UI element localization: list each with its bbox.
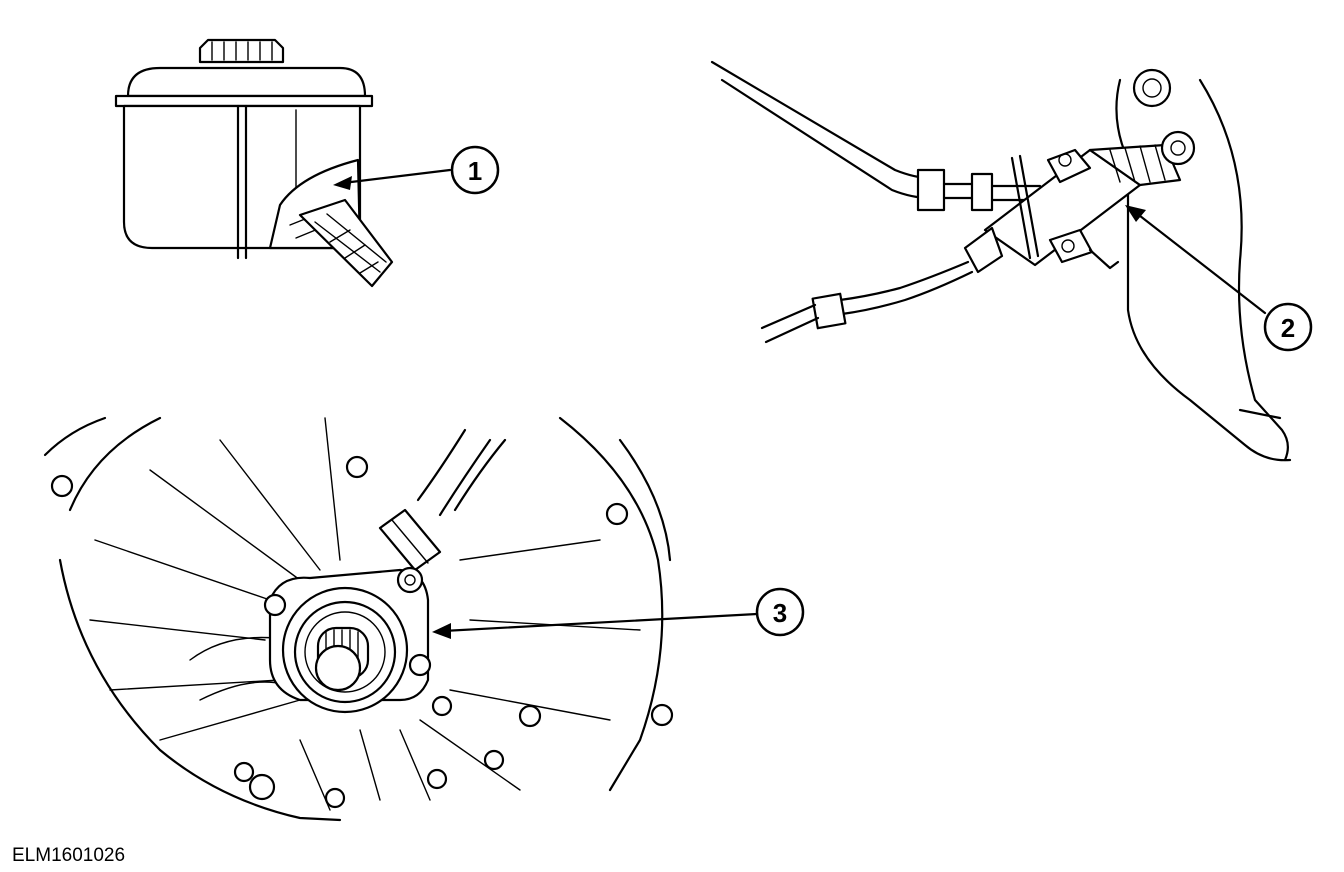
- callout-arrow-1: [333, 168, 452, 190]
- fluid-reservoir-illustration: [114, 38, 394, 288]
- callout-2: 2: [1263, 302, 1313, 352]
- master-cylinder-illustration: [710, 60, 1292, 462]
- figure-code: ELM1601026: [12, 845, 126, 866]
- callout-2-label: 2: [1281, 313, 1295, 343]
- callout-3-label: 3: [773, 598, 787, 628]
- callout-1-label: 1: [468, 156, 482, 186]
- callout-arrow-3: [432, 612, 759, 639]
- callout-1: 1: [450, 145, 500, 195]
- callout-3: 3: [755, 587, 805, 637]
- slave-cylinder-illustration: [43, 416, 674, 822]
- callout-arrow-2: [1125, 205, 1267, 315]
